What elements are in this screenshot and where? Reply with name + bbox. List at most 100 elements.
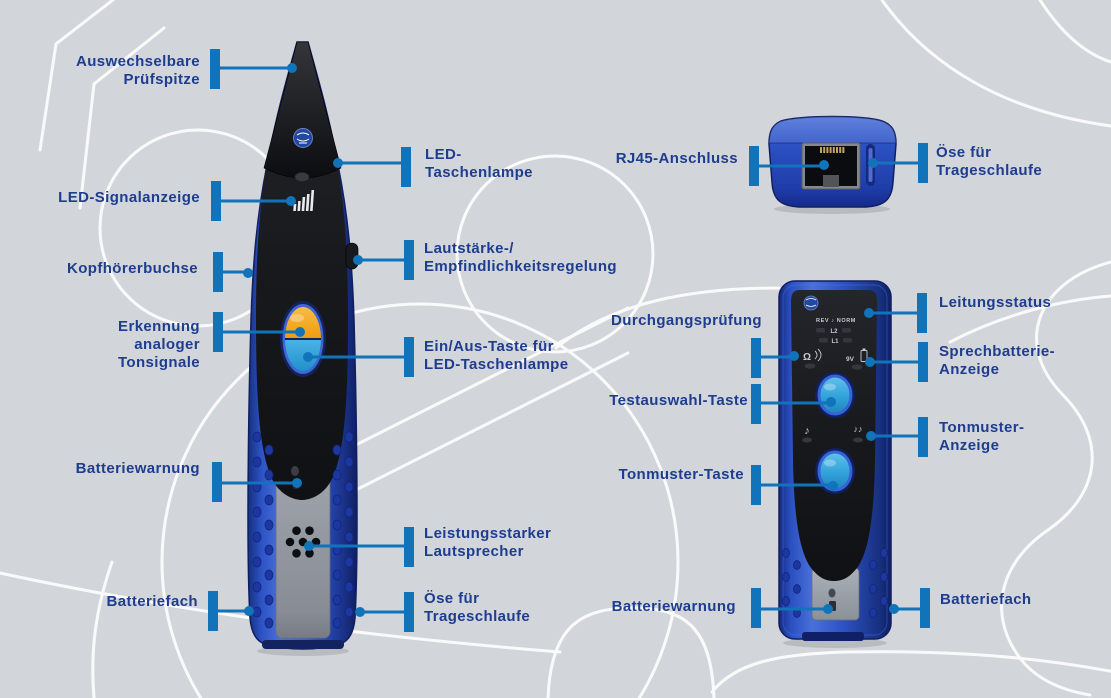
label-led-signalanzeige: LED-Signalanzeige [58,189,200,207]
flashlight-led [294,172,310,182]
leader-batteriewarnung-tg [751,588,833,628]
leader-pruefspitze [210,49,297,89]
l2-marking: L2 [830,329,838,335]
tone-generator-device: REV ♪ NORM L2 L1 Ω 9V ♪ ♪♪ [778,280,892,648]
label-line: Prüfspitze [123,71,200,88]
label-line: analoger [134,336,200,353]
tone-generator-face [791,290,877,581]
label-line: Trageschlaufe [424,608,531,625]
label-line: Taschenlampe [425,164,533,181]
probe-bottom-cap [262,640,344,649]
leader-leitungsstatus [864,293,927,333]
label-line: LED- [425,146,462,163]
probe-main-button [280,301,326,377]
label-line: Testauswahl-Taste [609,392,748,409]
label-line: Batteriefach [106,593,198,610]
label-line: Anzeige [939,361,1000,378]
label-ein-aus-taste: Ein/Aus-Taste für LED-Taschenlampe [424,338,569,374]
probe-tip [263,41,342,179]
label-line: Trageschlaufe [936,162,1043,179]
label-sprechbatterie-anzeige: Sprechbatterie- Anzeige [939,343,1055,379]
double-tone-icon: ♪♪ [854,424,863,434]
continuity-icon: Ω [803,352,811,363]
leader-batteriewarnung-probe [212,462,302,502]
leader-sprechbatterie [865,342,928,382]
leader-lautsprecher [304,527,414,567]
leader-oese-oben [868,143,928,183]
signal-strength-icon [293,190,315,211]
label-line: Durchgangsprüfung [611,312,762,329]
label-line: Auswechselbare [76,53,200,70]
label-led-taschenlampe: LED- Taschenlampe [425,146,533,182]
leader-taschenlampe [333,147,411,187]
leader-batteriefach-probe [208,591,254,631]
leader-kopfhoererbuchse [213,252,253,292]
label-erkennung-analoger-tonsignale: Erkennung analoger Tonsignale [118,318,200,372]
sound-wave-icon [814,348,822,362]
probe-grip-dimples [252,431,354,629]
label-line: LED-Signalanzeige [58,189,200,206]
label-line: RJ45-Anschluss [615,150,738,167]
tone-pattern-button [815,448,855,494]
leader-tonmuster-taste [751,465,838,505]
label-line: Ein/Aus-Taste für [424,338,554,355]
tone-generator-grip-dimples [782,548,888,618]
leader-testauswahl [751,384,836,424]
label-leitungsstatus: Leitungsstatus [939,294,1051,312]
label-batteriewarnung-probe: Batteriewarnung [76,460,200,478]
label-durchgangspruefung: Durchgangsprüfung [611,312,762,330]
label-line: Öse für [424,590,480,607]
label-testauswahl-taste: Testauswahl-Taste [609,392,748,410]
brand-logo [293,128,313,148]
leader-einaus [303,337,414,377]
label-line: Leitungsstatus [939,294,1052,311]
leader-durchgangspruefung [751,338,799,378]
leader-lautstaerke [353,240,414,280]
battery-icon [860,348,868,362]
label-line: Lautsprecher [424,543,524,560]
label-rj45-anschluss: RJ45-Anschluss [616,150,738,168]
label-line: Sprechbatterie- [939,343,1056,360]
label-line: Empfindlichkeitsregelung [424,258,617,275]
label-line: Anzeige [939,437,1000,454]
l1-marking: L1 [831,339,839,345]
leader-signalanzeige [211,181,296,221]
label-line: Tonmuster-Taste [618,466,744,483]
tone-generator-foot [802,632,864,641]
leader-oese-probe [355,592,414,632]
label-oese-trageschlaufe-oben: Öse für Trageschlaufe [936,144,1042,180]
label-tonmuster-anzeige: Tonmuster- Anzeige [939,419,1024,455]
label-line: Leistungsstarker [424,525,552,542]
label-line: Lautstärke-/ [424,240,514,257]
label-auswechselbare-pruefspitze: Auswechselbare Prüfspitze [76,53,200,89]
label-line: Batteriewarnung [75,460,200,477]
rj45-top-highlight [769,116,896,143]
leader-tonmuster-anzeige [866,417,928,457]
leader-erkennung [213,312,305,352]
label-line: Öse für [936,144,992,161]
label-batteriefach-tonegen: Batteriefach [940,591,1032,609]
battery-voltage-marking: 9V [846,356,855,363]
tone-probe-device [247,41,359,656]
test-select-button [815,372,855,418]
label-line: LED-Taschenlampe [424,356,569,373]
label-batteriefach-probe: Batteriefach [107,593,199,611]
label-kopfhoererbuchse: Kopfhörerbuchse [67,260,198,278]
label-line: Erkennung [118,318,200,335]
label-line: Kopfhörerbuchse [66,260,198,277]
label-lautstaerke-empfindlichkeitsregelung: Lautstärke-/ Empfindlichkeitsregelung [424,240,617,276]
label-tonmuster-taste: Tonmuster-Taste [619,466,744,484]
label-batteriewarnung-tonegen: Batteriewarnung [612,598,736,616]
label-line: Batteriefach [940,591,1032,608]
leader-batteriefach-tg [889,588,930,628]
rj45-unit-device [768,115,897,214]
mode-row-marking: REV ♪ NORM [816,318,856,324]
label-line: Tonmuster- [939,419,1025,436]
single-tone-icon: ♪ [804,425,810,437]
leader-rj45 [749,146,829,186]
label-line: Batteriewarnung [611,598,736,615]
brand-logo-small [803,295,819,311]
label-oese-trageschlaufe-probe: Öse für Trageschlaufe [424,590,530,626]
